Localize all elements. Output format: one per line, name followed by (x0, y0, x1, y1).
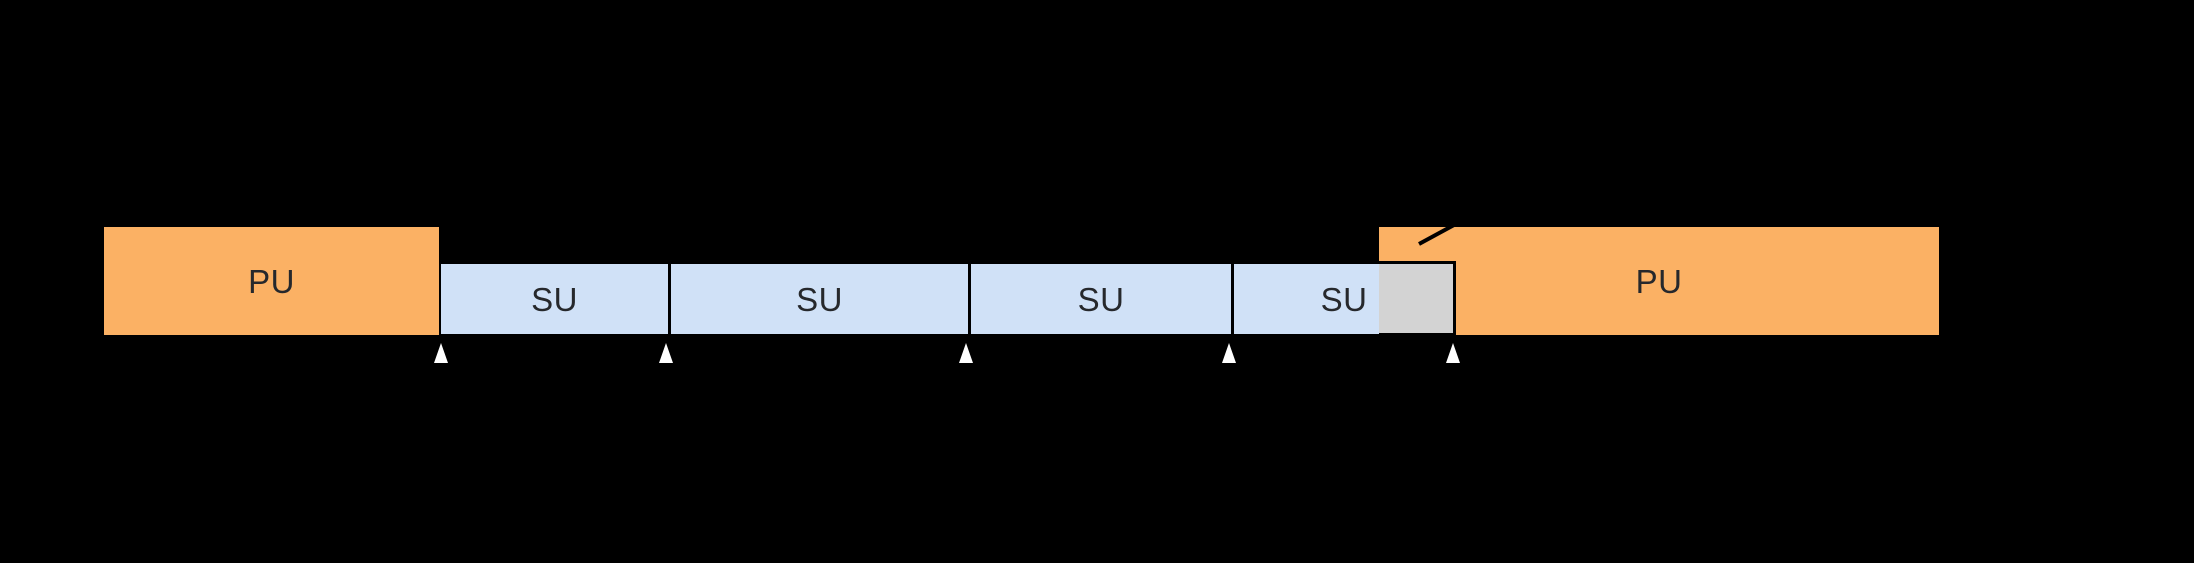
su-slot-2: SU (668, 264, 968, 334)
su-slot-1-label: SU (531, 280, 578, 318)
pu-block-right: PU (1379, 227, 1939, 335)
su-slot-3: SU (968, 264, 1231, 334)
pu-left-label: PU (248, 262, 295, 300)
boundary-marker-triangle-1 (434, 343, 448, 363)
pu-block-left: PU (104, 227, 439, 335)
su-slot-2-label: SU (796, 280, 843, 318)
boundary-marker-triangle-4 (1222, 343, 1236, 363)
su-slot-4-label: SU (1320, 280, 1368, 318)
pu-right-label: PU (1635, 262, 1683, 300)
su-slot-strip: SU SU SU SU (439, 262, 1456, 336)
su-slot-1: SU (441, 264, 668, 334)
boundary-marker-triangle-5 (1446, 343, 1460, 363)
boundary-marker-triangle-3 (959, 343, 973, 363)
su-slot-3-label: SU (1077, 280, 1125, 318)
boundary-marker-triangle-2 (659, 343, 673, 363)
collision-block (1379, 261, 1456, 336)
